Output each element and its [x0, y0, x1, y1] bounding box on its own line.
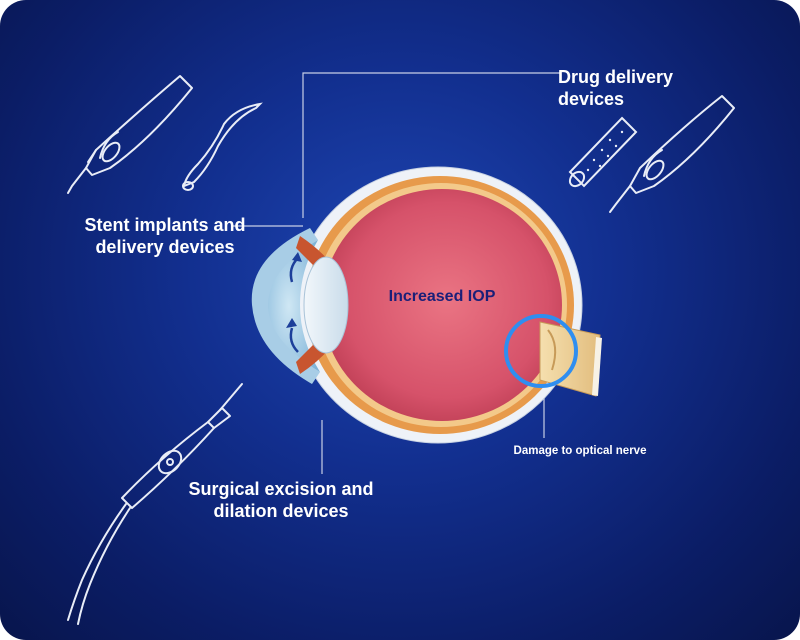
stent-label-line-1: Stent implants and: [84, 215, 246, 235]
stent-implants-label: Stent implants and delivery devices: [60, 214, 270, 258]
nerve-damage-ring: [504, 314, 578, 388]
leader-line-drug: [302, 72, 560, 218]
drug-label-line-1: Drug delivery: [558, 67, 674, 87]
surgical-label-line-2: dilation devices: [213, 501, 349, 521]
surgical-devices-label: Surgical excision and dilation devices: [176, 478, 386, 522]
eye-lens: [303, 256, 349, 354]
drug-delivery-label: Drug delivery devices: [558, 66, 673, 110]
surgical-label-line-1: Surgical excision and: [188, 479, 374, 499]
increased-iop-label: Increased IOP: [388, 288, 496, 305]
drug-delivery-injector-icon: [609, 95, 735, 213]
eye-cornea: [251, 228, 320, 384]
optic-nerve: [539, 321, 601, 397]
eye-illustration: [251, 166, 602, 444]
eye-vitreous: [322, 189, 562, 421]
anterior-chamber: [268, 240, 320, 372]
optic-nerve-damage-label: Damage to optical nerve: [513, 445, 647, 457]
stent-delivery-device-icon: [67, 75, 193, 194]
drug-label-line-2: devices: [558, 89, 625, 109]
stent-tube-icon: [182, 102, 263, 191]
drug-implant-rod-icon: [568, 116, 638, 188]
surgical-probe-icon: [67, 383, 243, 625]
flow-arrow-lower: [289, 327, 299, 353]
stent-label-line-2: delivery devices: [95, 237, 235, 257]
